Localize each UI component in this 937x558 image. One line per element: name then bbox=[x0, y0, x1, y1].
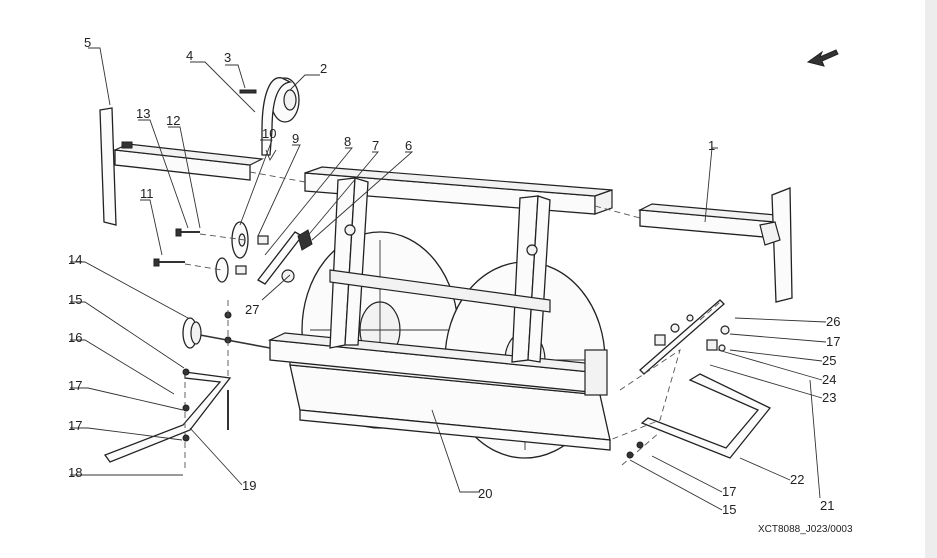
callout-4: 4 bbox=[186, 48, 193, 63]
callout-2: 2 bbox=[320, 61, 327, 76]
direction-arrow-icon bbox=[806, 49, 839, 67]
callout-15-right: 15 bbox=[722, 502, 736, 517]
callout-8: 8 bbox=[344, 134, 351, 149]
callout-17-left-a: 17 bbox=[68, 378, 82, 393]
callout-16: 16 bbox=[68, 330, 82, 345]
left-handle bbox=[103, 371, 232, 470]
callout-14: 14 bbox=[68, 252, 82, 267]
callout-13: 13 bbox=[136, 106, 150, 121]
callout-23: 23 bbox=[822, 390, 836, 405]
callout-19: 19 bbox=[242, 478, 256, 493]
callout-18: 18 bbox=[68, 465, 82, 480]
callout-10: 10 bbox=[262, 126, 276, 141]
leader-lines bbox=[70, 47, 827, 511]
bolts bbox=[153, 228, 246, 271]
callout-3: 3 bbox=[224, 50, 231, 65]
right-arm bbox=[637, 187, 793, 303]
right-handle bbox=[609, 299, 772, 466]
callout-26: 26 bbox=[826, 314, 840, 329]
callout-7: 7 bbox=[372, 138, 379, 153]
callout-5: 5 bbox=[84, 35, 91, 50]
page-edge bbox=[925, 0, 937, 558]
left-arm bbox=[99, 107, 265, 226]
small-parts-left bbox=[182, 300, 232, 442]
callout-1: 1 bbox=[708, 138, 715, 153]
callout-labels: 5 4 3 2 13 12 11 10 9 8 7 6 27 1 14 15 1… bbox=[68, 35, 840, 517]
callout-9: 9 bbox=[292, 131, 299, 146]
callout-11: 11 bbox=[140, 186, 154, 201]
callout-27: 27 bbox=[245, 302, 259, 317]
uprights bbox=[329, 177, 551, 363]
callout-17-right-b: 17 bbox=[722, 484, 736, 499]
reference-code: XCT8088_J023/0003 bbox=[758, 524, 853, 535]
callout-22: 22 bbox=[790, 472, 804, 487]
callout-24: 24 bbox=[822, 372, 836, 387]
callout-20: 20 bbox=[478, 486, 492, 501]
callout-15-left: 15 bbox=[68, 292, 82, 307]
hub bbox=[182, 317, 202, 349]
drive-parts bbox=[215, 221, 313, 285]
callout-21: 21 bbox=[820, 498, 834, 513]
callout-17-left-b: 17 bbox=[68, 418, 82, 433]
callout-17-right-a: 17 bbox=[826, 334, 840, 349]
pulley-assembly bbox=[239, 77, 300, 162]
callout-25: 25 bbox=[822, 353, 836, 368]
callout-6: 6 bbox=[405, 138, 412, 153]
small-parts-right bbox=[626, 314, 730, 459]
callout-12: 12 bbox=[166, 113, 180, 128]
